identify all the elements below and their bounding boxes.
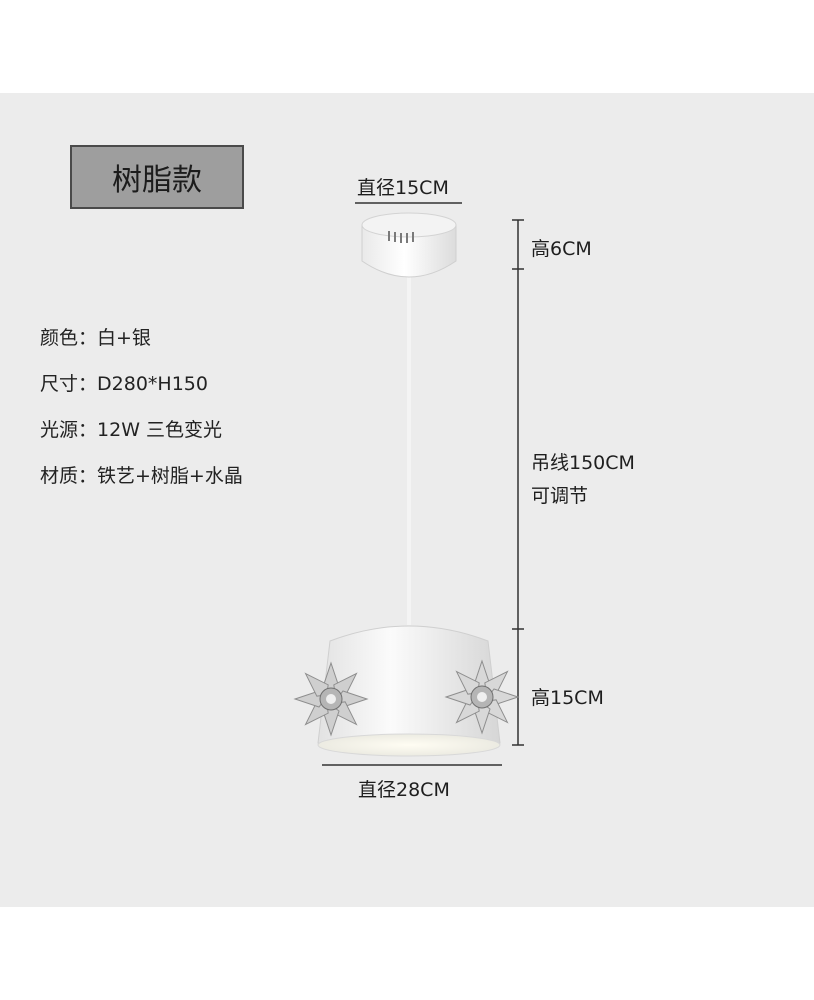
- style-title-badge: 树脂款: [70, 145, 244, 209]
- cord-length-label: 吊线150CM: [531, 452, 635, 474]
- canopy-diameter-label: 直径15CM: [357, 177, 449, 199]
- spec-size-value: D280*H150: [97, 373, 208, 395]
- crystal-flower-right: [444, 659, 520, 735]
- spec-material-value: 铁艺+树脂+水晶: [97, 465, 243, 487]
- spec-list: 颜色：白+银 尺寸：D280*H150 光源：12W 三色变光 材质：铁艺+树脂…: [40, 315, 243, 499]
- spec-color: 颜色：白+银: [40, 315, 243, 361]
- spec-light-label: 光源：: [40, 419, 98, 441]
- crystal-flower-left: [293, 661, 369, 737]
- ceiling-canopy: [361, 212, 457, 278]
- style-title: 树脂款: [112, 163, 202, 198]
- pendant-lamp-illustration: [293, 202, 524, 766]
- spec-size: 尺寸：D280*H150: [40, 361, 243, 407]
- cord-adjustable-note: 可调节: [531, 485, 589, 507]
- canopy-height-label: 高6CM: [531, 238, 592, 260]
- spec-color-value: 白+银: [97, 327, 151, 349]
- spec-material-label: 材质：: [40, 465, 98, 487]
- spec-color-label: 颜色：: [40, 327, 98, 349]
- shade-height-label: 高15CM: [531, 687, 604, 709]
- spec-material: 材质：铁艺+树脂+水晶: [40, 453, 243, 499]
- spec-light-value: 12W 三色变光: [97, 419, 223, 441]
- shade-diameter-label: 直径28CM: [358, 779, 450, 801]
- lamp-shade: [317, 625, 501, 757]
- product-panel: 树脂款 颜色：白+银 尺寸：D280*H150 光源：12W 三色变光 材质：铁…: [0, 93, 814, 907]
- spec-light-source: 光源：12W 三色变光: [40, 407, 243, 453]
- spec-size-label: 尺寸：: [40, 373, 98, 395]
